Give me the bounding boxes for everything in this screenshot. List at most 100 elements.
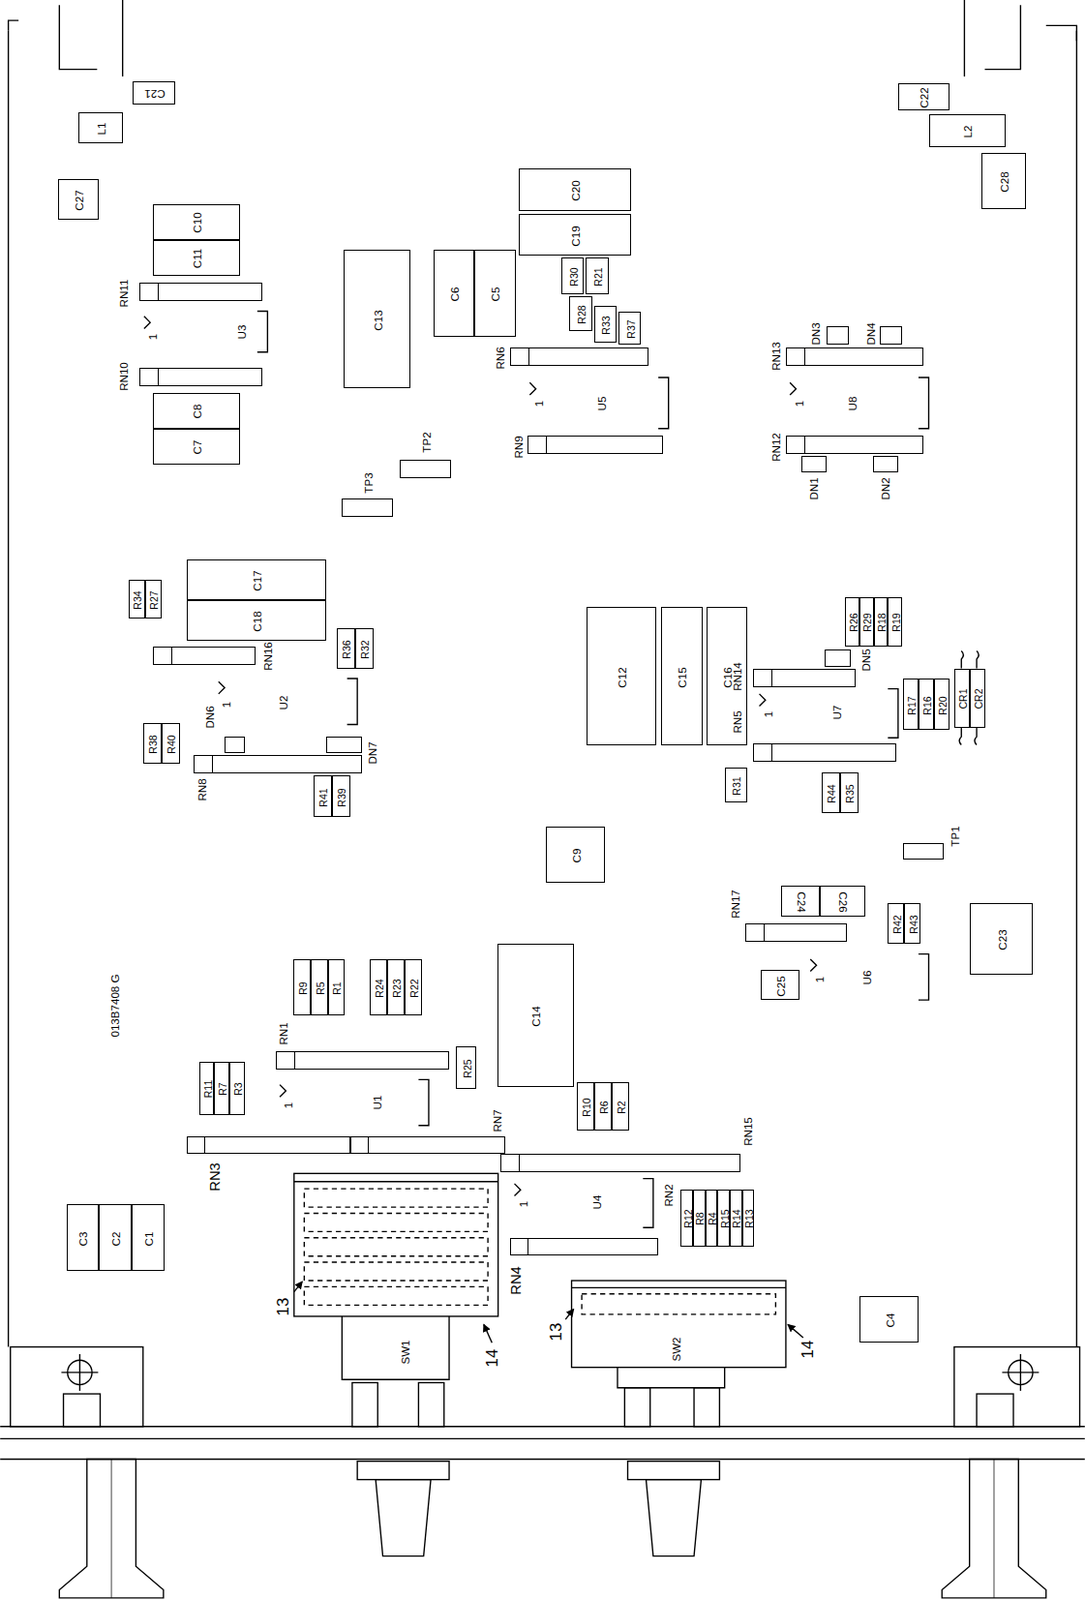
- ref-designator: RN15: [742, 1117, 754, 1147]
- resistor-network: RN9: [527, 435, 664, 454]
- component-outline: R29: [859, 597, 875, 647]
- component-outline: R9: [293, 959, 311, 1016]
- ic-bracket: [347, 678, 359, 724]
- component-outline: C5: [474, 249, 515, 337]
- component-outline: R19: [887, 597, 903, 647]
- ref-designator: R4: [707, 1211, 719, 1225]
- component-outline: C17: [186, 559, 327, 601]
- ref-designator: DN5: [860, 649, 873, 672]
- ref-designator: C23: [996, 930, 1009, 951]
- ref-designator: TP1: [949, 825, 962, 846]
- ref-designator: C3: [78, 1231, 91, 1246]
- switch-body: [572, 1287, 786, 1289]
- ref-designator: DN3: [810, 322, 822, 345]
- ic-outline: U71: [754, 689, 899, 739]
- ref-designator: C15: [677, 666, 690, 688]
- pin1-end: [753, 669, 773, 687]
- ref-designator: R31: [731, 776, 743, 795]
- ref-designator: C14: [530, 1006, 543, 1027]
- component-outline: R17: [903, 678, 919, 730]
- leader-lines: [294, 1281, 804, 1343]
- ref-designator: L2: [962, 125, 974, 139]
- component-outline: R15: [717, 1189, 730, 1247]
- ref-designator: R10: [580, 1097, 592, 1116]
- ref-designator: L1: [95, 121, 108, 135]
- corner-bracket: [1046, 25, 1078, 41]
- component-outline: L2: [929, 114, 1006, 148]
- resistor-network: RN13: [785, 347, 924, 366]
- ref-designator: RN17: [730, 889, 743, 919]
- pin1-notch: [789, 382, 796, 395]
- switch-internal: [303, 1188, 488, 1207]
- resistor-network: RN12: [785, 435, 924, 454]
- ic-bracket: [918, 377, 930, 429]
- mount-nut: [63, 1393, 101, 1427]
- ref-designator: U7: [831, 705, 844, 721]
- component-outline: C11: [152, 240, 241, 276]
- ic-outline: U41: [510, 1178, 654, 1229]
- ic-outline: U81: [785, 377, 930, 429]
- ref-designator: DN4: [865, 322, 877, 345]
- ref-designator: U2: [277, 694, 290, 710]
- ic-outline: U51: [525, 377, 669, 429]
- component-outline: C21: [132, 81, 176, 104]
- component-outline: C18: [186, 600, 327, 641]
- ref-designator: RN12: [771, 432, 784, 462]
- ref-designator: RN16: [262, 641, 274, 671]
- ref-designator: C28: [998, 172, 1011, 193]
- diode-lead: [959, 727, 962, 746]
- switch-body: SW1: [294, 1174, 499, 1318]
- ref-designator: R15: [719, 1208, 730, 1228]
- resistor-network: RN15: [500, 1153, 741, 1173]
- diode-lead: [976, 651, 979, 669]
- ref-designator: C19: [570, 225, 582, 246]
- pin1-end: [511, 1238, 529, 1255]
- component-outline: R37: [618, 311, 641, 346]
- ref-designator: R38: [148, 734, 159, 754]
- ref-designator: C27: [73, 189, 86, 211]
- component-outline: R44: [821, 772, 841, 814]
- ref-designator: SW2: [670, 1337, 683, 1362]
- component-outline: R42: [887, 903, 905, 944]
- component-outline: R1: [328, 959, 346, 1016]
- pin1-end: [187, 1137, 206, 1153]
- component-outline: DN6: [224, 736, 245, 754]
- component-outline: R36: [336, 628, 356, 669]
- resistor-network: RN16: [152, 646, 255, 665]
- board-edge: [7, 30, 9, 1348]
- component-outline: L1: [78, 112, 122, 144]
- component-outline: R22: [404, 959, 422, 1016]
- ref-designator: R25: [462, 1058, 474, 1078]
- corner-bracket: [59, 4, 97, 69]
- ref-designator: R14: [731, 1208, 743, 1228]
- ref-designator: R36: [341, 639, 353, 659]
- pin1-end: [511, 348, 530, 365]
- pin1-notch: [759, 693, 766, 707]
- pin1-end: [194, 755, 213, 773]
- ref-designator: R44: [826, 784, 838, 804]
- ref-designator: C13: [372, 309, 385, 331]
- ref-designator: SW1: [399, 1340, 412, 1365]
- ic-bracket: [257, 311, 269, 353]
- ref-designator: R27: [149, 590, 160, 609]
- component-outline: C6: [433, 249, 475, 337]
- resistor-network: RN7: [350, 1136, 506, 1154]
- ref-designator: R12: [682, 1208, 694, 1228]
- ref-designator: CR2: [972, 689, 984, 710]
- switch-tab: [341, 1316, 450, 1380]
- pin-number: 1: [517, 1201, 530, 1207]
- captive-screw: [59, 1459, 164, 1598]
- ref-designator: C12: [616, 666, 629, 688]
- ic-outline: U61: [806, 954, 930, 1000]
- component-outline: R38: [143, 723, 162, 764]
- resistor-network: RN3: [186, 1136, 351, 1154]
- switch-bushing: [693, 1387, 720, 1427]
- diode-lead: [974, 727, 977, 746]
- ref-designator: C26: [837, 892, 849, 913]
- component-outline: R8: [693, 1189, 706, 1247]
- pin1-end: [753, 744, 773, 761]
- component-outline: C13: [343, 249, 411, 388]
- corner-bracket: [121, 0, 123, 77]
- component-outline: DN1: [801, 455, 827, 473]
- switch-body: SW2: [572, 1280, 786, 1368]
